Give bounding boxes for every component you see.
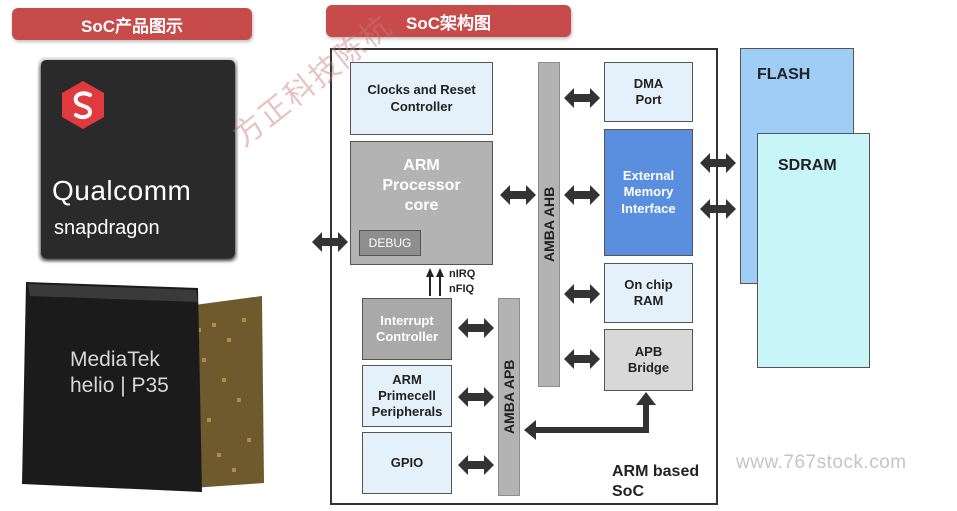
gpio-block: GPIO [362,432,452,494]
emi-sdram-arrow [700,199,736,219]
arm-core-label: ARM Processor core [382,157,461,214]
snapdragon-logo-icon [62,81,104,129]
external-memory-interface-block: External Memory Interface [604,129,693,256]
interrupt-apb-arrow [458,318,494,338]
ahb-dma-arrow [564,88,600,108]
debug-block: DEBUG [359,230,421,256]
gpio-apb-arrow [458,455,494,475]
qualcomm-brand-text: Qualcomm [52,175,192,206]
clocks-reset-block: Clocks and Reset Controller [350,62,493,135]
interrupt-controller-block: Interrupt Controller [362,298,452,360]
site-watermark: www.767stock.com [736,452,907,473]
mediatek-chip-image: MediaTek helio | P35 [22,278,264,496]
arm-core-block: ARM Processor core DEBUG [350,141,493,265]
helio-text: helio | P35 [70,374,169,397]
nfiq-label: nFIQ [449,283,475,295]
mediatek-brand-text: MediaTek [70,348,160,371]
primecell-apb-arrow [458,387,494,407]
ahb-emi-arrow [564,185,600,205]
sdram-block: SDRAM [757,133,870,368]
external-io-arrow [312,232,348,252]
apb-bridge-block: APB Bridge [604,329,693,391]
nirq-label: nIRQ [449,268,476,280]
qualcomm-chip-image: Qualcomm snapdragon [38,57,238,262]
dma-port-block: DMA Port [604,62,693,122]
onchip-ram-block: On chip RAM [604,263,693,323]
ahb-ram-arrow [564,284,600,304]
flash-label: FLASH [757,66,811,83]
sdram-label: SDRAM [778,157,837,174]
soc-products-tag: SoC产品图示 [12,8,252,40]
soc-architecture-tag: SoC架构图 [326,5,571,37]
arm-soc-label: ARM based SoC [612,463,700,500]
primecell-peripherals-block: ARM Primecell Peripherals [362,365,452,427]
emi-flash-arrow [700,153,736,173]
core-ahb-arrow [500,185,536,205]
ahb-bridge-arrow [564,349,600,369]
snapdragon-text: snapdragon [54,217,160,239]
